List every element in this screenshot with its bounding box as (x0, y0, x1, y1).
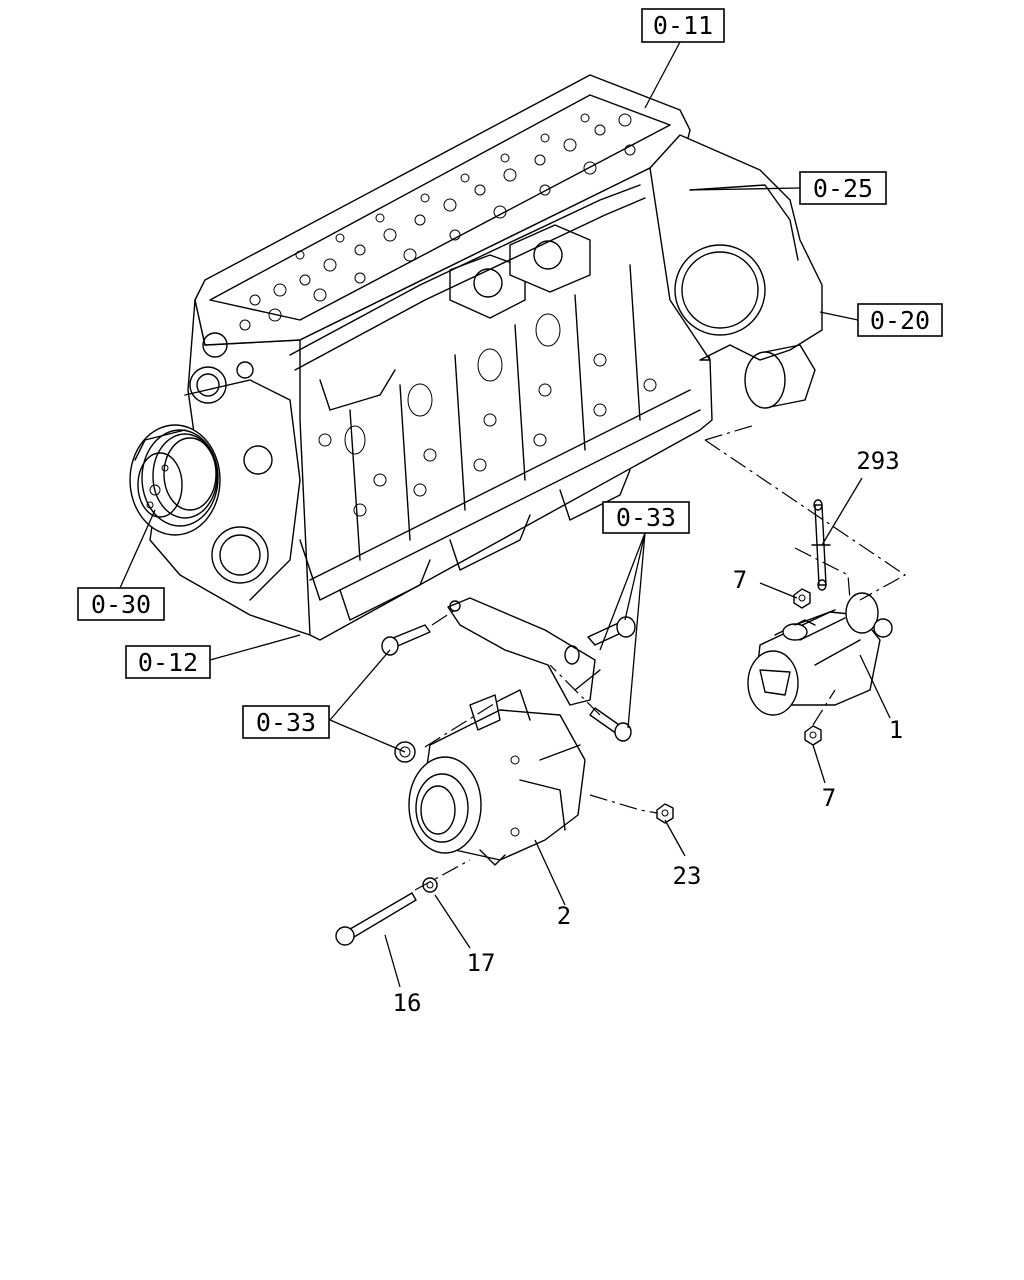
alternator-bolt (335, 877, 438, 946)
alternator-nut (656, 803, 674, 824)
ref-label-0-33-top: 0-33 (602, 501, 690, 534)
ref-label-0-12: 0-12 (125, 645, 211, 679)
ref-label-0-30: 0-30 (77, 587, 165, 621)
ref-label-0-33-left-text: 0-33 (256, 708, 316, 737)
ref-label-0-20: 0-20 (857, 303, 943, 337)
starter-motor (747, 592, 893, 716)
callout-293: 293 (856, 447, 899, 475)
callout-17: 17 (467, 949, 496, 977)
callout-1: 1 (889, 716, 903, 744)
starter-cable (811, 499, 831, 591)
ref-label-0-11: 0-11 (641, 8, 725, 43)
ref-label-0-12-text: 0-12 (138, 648, 198, 677)
callout-7-lower: 7 (822, 784, 836, 812)
ref-label-0-25: 0-25 (799, 171, 887, 205)
callout-16: 16 (393, 989, 422, 1017)
leader-lines (119, 41, 891, 988)
alternator-bracket (447, 597, 601, 706)
ref-label-0-33-top-text: 0-33 (616, 503, 676, 532)
bracket-bolts (381, 616, 636, 763)
ref-label-0-25-text: 0-25 (813, 174, 873, 203)
callout-2: 2 (557, 902, 571, 930)
callout-7-upper: 7 (733, 566, 747, 594)
callout-23: 23 (673, 862, 702, 890)
ref-label-0-33-left: 0-33 (242, 705, 330, 739)
install-lines (414, 424, 907, 891)
starter-nut-lower (804, 725, 822, 746)
starter-nut-upper (793, 588, 811, 609)
alternator (408, 689, 586, 866)
ref-label-0-30-text: 0-30 (91, 590, 151, 619)
engine-block (129, 74, 823, 641)
ref-label-0-11-text: 0-11 (653, 11, 713, 40)
ref-label-0-20-text: 0-20 (870, 306, 930, 335)
